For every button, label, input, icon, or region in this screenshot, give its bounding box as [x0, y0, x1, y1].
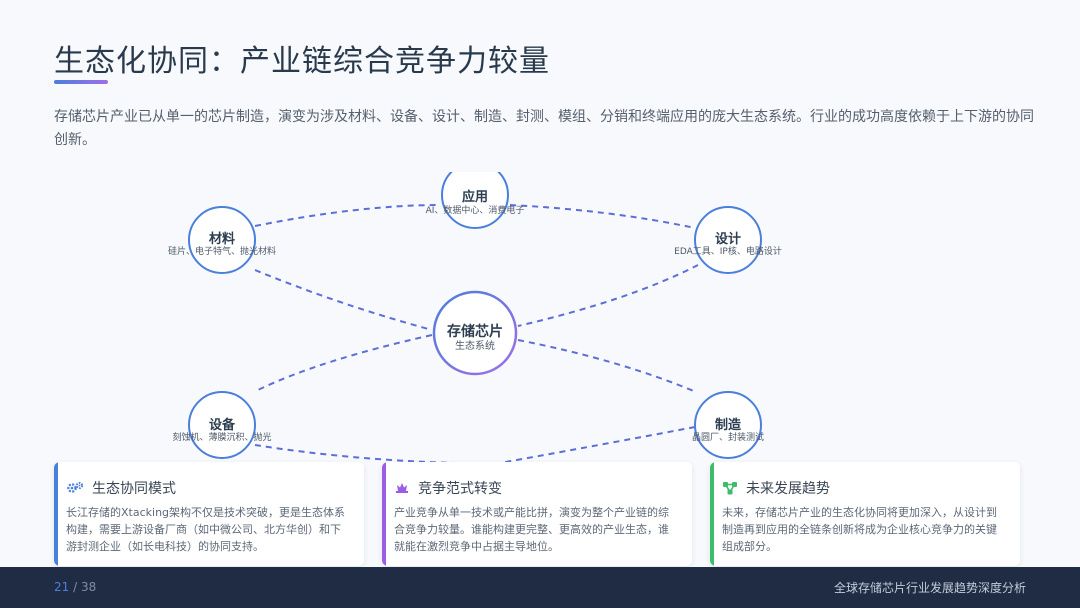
- node-equipment-title: 设备: [209, 417, 236, 433]
- intro-paragraph: 存储芯片产业已从单一的芯片制造，演变为涉及材料、设备、设计、制造、封测、模组、分…: [54, 109, 1034, 148]
- card-title: 生态协同模式: [92, 481, 176, 497]
- node-center-sub: 生态系统: [455, 339, 495, 352]
- connector-equipment-bottom: [254, 444, 456, 464]
- card-ecosystem-collaboration: 生态协同模式 长江存储的Xtacking架构不仅是技术突破，更是生态体系构建，需…: [54, 462, 364, 566]
- card-body: 产业竞争从单一技术或产能比拼，演变为整个产业链的综合竞争力较量。谁能构建更完整、…: [394, 506, 669, 553]
- connector-application-design: [509, 204, 696, 229]
- node-equipment-sub: 刻蚀机、薄膜沉积、抛光: [172, 431, 271, 443]
- footer-bar: 21 / 38 全球存储芯片行业发展趋势深度分析: [0, 567, 1080, 608]
- connector-materials-application: [254, 204, 441, 227]
- node-manufacturing-title: 制造: [715, 417, 742, 433]
- page-separator: /: [69, 580, 81, 594]
- node-materials-sub: 硅片、电子特气、抛光材料: [168, 245, 276, 257]
- node-design-sub: EDA工具、IP核、电路设计: [674, 245, 782, 257]
- node-manufacturing: 制造 晶圆厂、封装测试: [692, 391, 764, 459]
- page-total: 38: [80, 580, 97, 594]
- card-header: 竞争范式转变: [394, 478, 502, 498]
- card-body: 长江存储的Xtacking架构不仅是技术突破，更是生态体系构建，需要上游设备厂商…: [66, 506, 346, 553]
- chess-piece-icon: [396, 483, 408, 493]
- page-title: 生态化协同：产业链综合竞争力较量: [54, 44, 550, 79]
- footer-doc-title: 全球存储芯片行业发展趋势深度分析: [833, 581, 1026, 595]
- node-application-sub: AI、数据中心、消费电子: [426, 204, 525, 216]
- gears-icon: [67, 481, 84, 493]
- node-center: 存储芯片 生态系统: [432, 290, 518, 376]
- card-title: 竞争范式转变: [418, 481, 502, 497]
- connector-center-equipment: [257, 334, 433, 391]
- card-accent-bar: [710, 462, 714, 566]
- card-header: 生态协同模式: [66, 478, 176, 498]
- card-accent-bar: [54, 462, 58, 566]
- node-materials-title: 材料: [209, 231, 235, 247]
- card-header: 未来发展趋势: [722, 478, 830, 498]
- title-underline: [54, 80, 108, 84]
- node-materials: 材料 硅片、电子特气、抛光材料: [168, 206, 276, 274]
- connector-manufacturing-bottom: [499, 426, 696, 464]
- node-application: 应用 AI、数据中心、消费电子: [426, 172, 525, 229]
- card-competition-shift: 竞争范式转变 产业竞争从单一技术或产能比拼，演变为整个产业链的综合竞争力较量。谁…: [382, 462, 692, 566]
- connector-lines: [254, 204, 699, 464]
- page-indicator: 21 / 38: [54, 580, 96, 594]
- connector-materials-center: [254, 269, 433, 331]
- node-design-title: 设计: [715, 231, 741, 247]
- page-current: 21: [54, 580, 70, 594]
- card-title: 未来发展趋势: [746, 481, 830, 497]
- node-equipment: 设备 刻蚀机、薄膜沉积、抛光: [172, 391, 272, 459]
- connector-design-center: [517, 264, 699, 327]
- card-body: 未来，存储芯片产业的生态化协同将更加深入，从设计到制造再到应用的全链条创新将成为…: [722, 506, 997, 553]
- card-accent-bar: [382, 462, 386, 566]
- node-application-title: 应用: [462, 189, 488, 205]
- node-design: 设计 EDA工具、IP核、电路设计: [674, 206, 782, 274]
- ecosystem-diagram: 应用 AI、数据中心、消费电子 材料 硅片、电子特气、抛光材料 设计 EDA工具…: [168, 172, 782, 464]
- node-manufacturing-sub: 晶圆厂、封装测试: [692, 431, 764, 443]
- connector-center-manufacturing: [517, 339, 697, 393]
- card-future-trends: 未来发展趋势 未来，存储芯片产业的生态化协同将更加深入，从设计到制造再到应用的全…: [710, 462, 1020, 566]
- network-icon: [723, 482, 737, 495]
- node-center-title: 存储芯片: [447, 323, 503, 340]
